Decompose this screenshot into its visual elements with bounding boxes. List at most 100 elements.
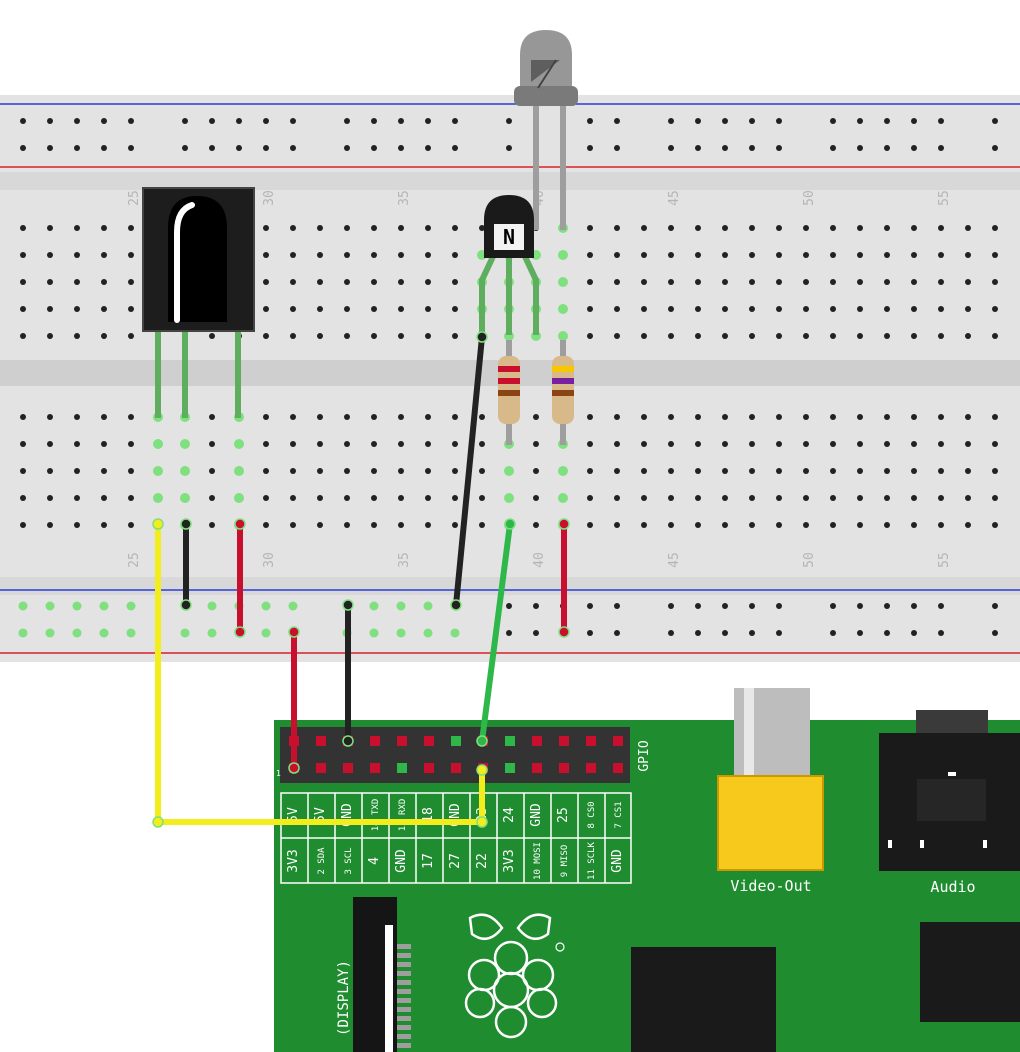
rail-hole [830, 630, 836, 636]
breadboard-hole [153, 493, 163, 503]
pin-label-bottom: 9 MISO [560, 845, 570, 878]
breadboard-hole [614, 522, 620, 528]
led-wire [537, 59, 557, 89]
breadboard-hole [398, 279, 404, 285]
breadboard-hole [101, 414, 107, 420]
breadboard-hole [533, 468, 539, 474]
led-leg [560, 100, 566, 230]
column-number: 25 [127, 190, 142, 206]
pin-label-top: 15 RXD [398, 799, 408, 832]
breadboard-hole [587, 279, 593, 285]
rail-hole [506, 603, 512, 609]
breadboard-hole [290, 495, 296, 501]
breadboard-hole [153, 466, 163, 476]
column-number: 55 [937, 190, 952, 206]
breadboard-hole [803, 306, 809, 312]
breadboard-hole [128, 225, 134, 231]
breadboard-hole [587, 468, 593, 474]
breadboard-hole [695, 468, 701, 474]
breadboard-hole [371, 279, 377, 285]
breadboard-hole [695, 495, 701, 501]
rail-hole [396, 628, 406, 638]
breadboard-rail-divider-bottom [0, 577, 1020, 595]
breadboard-hole [722, 333, 728, 339]
ir-receiver-leg [235, 330, 241, 418]
rail-hole [614, 145, 620, 151]
rail-hole [261, 628, 271, 638]
breadboard-hole [452, 306, 458, 312]
breadboard-hole [74, 225, 80, 231]
rail-hole [587, 145, 593, 151]
rail-hole [126, 628, 136, 638]
breadboard-hole [263, 306, 269, 312]
breadboard-hole [722, 252, 728, 258]
breadboard-hole [263, 252, 269, 258]
breadboard-hole [641, 252, 647, 258]
rail-hole [72, 628, 82, 638]
breadboard-hole [614, 333, 620, 339]
ir-receiver-leg [182, 330, 188, 418]
gpio-pin [424, 736, 434, 746]
breadboard-hole [504, 466, 514, 476]
rail-hole [128, 118, 134, 124]
breadboard-hole [938, 225, 944, 231]
breadboard-hole [398, 441, 404, 447]
wire-endpoint [288, 762, 300, 774]
breadboard-hole [317, 306, 323, 312]
breadboard-hole [992, 414, 998, 420]
rail-hole [45, 628, 55, 638]
breadboard-hole [668, 414, 674, 420]
rail-hole [938, 118, 944, 124]
breadboard-hole [263, 333, 269, 339]
breadboard-hole [857, 468, 863, 474]
breadboard-hole [830, 522, 836, 528]
breadboard-hole [776, 252, 782, 258]
breadboard-hole [533, 495, 539, 501]
breadboard-hole [803, 225, 809, 231]
breadboard-hole [803, 441, 809, 447]
breadboard-hole [992, 225, 998, 231]
breadboard-hole [911, 225, 917, 231]
raspberry-berry [464, 987, 496, 1019]
resistor-band [552, 378, 574, 384]
breadboard-hole [641, 306, 647, 312]
rail-hole [101, 145, 107, 151]
breadboard-hole [47, 441, 53, 447]
wire-endpoints [152, 331, 570, 828]
breadboard-hole [425, 252, 431, 258]
ir-receiver-outline [142, 187, 255, 332]
breadboard-hole [722, 495, 728, 501]
breadboard-hole [290, 279, 296, 285]
breadboard-hole [857, 225, 863, 231]
breadboard-hole [587, 225, 593, 231]
breadboard-hole [938, 468, 944, 474]
wire-endpoint [342, 599, 354, 611]
rail-hole [236, 145, 242, 151]
breadboard-hole [830, 252, 836, 258]
breadboard-hole [803, 522, 809, 528]
breadboard-hole [371, 333, 377, 339]
breadboard-hole [965, 306, 971, 312]
breadboard-hole [614, 306, 620, 312]
rail-hole [830, 118, 836, 124]
rail-hole [20, 145, 26, 151]
breadboard-hole [911, 333, 917, 339]
rail-hole [911, 145, 917, 151]
breadboard-hole [776, 306, 782, 312]
rail-hole [695, 145, 701, 151]
breadboard-hole [938, 522, 944, 528]
breadboard-hole [209, 414, 215, 420]
rail-hole [722, 118, 728, 124]
breadboard-hole [803, 333, 809, 339]
breadboard-hole [803, 414, 809, 420]
column-number: 50 [802, 190, 817, 206]
breadboard-hole [20, 495, 26, 501]
resistor-bands [552, 366, 574, 396]
breadboard-hole [965, 333, 971, 339]
breadboard-hole [47, 333, 53, 339]
breadboard-hole [614, 414, 620, 420]
breadboard-hole [209, 495, 215, 501]
breadboard-hole [668, 225, 674, 231]
